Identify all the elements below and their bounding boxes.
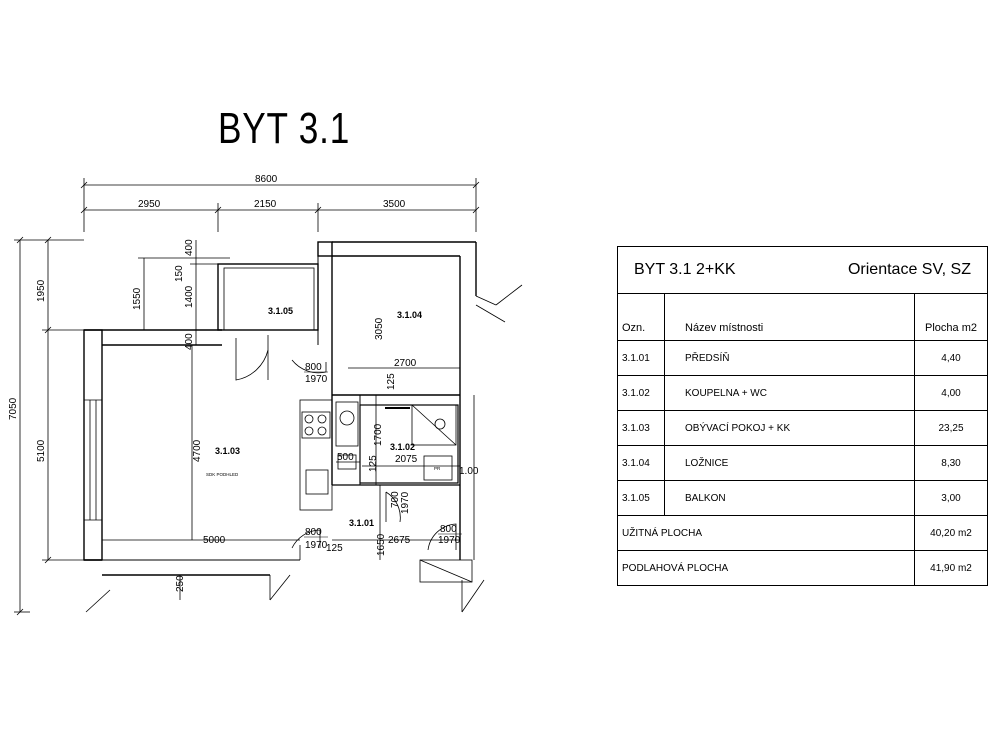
dim-balcony-height: 1550: [132, 287, 143, 310]
col-code: Ozn.: [617, 293, 665, 341]
dim-100: 1.00: [459, 466, 479, 477]
table-row: 3.1.01 PŘEDSÍŇ 4,40: [617, 340, 988, 376]
dim-250: 250: [175, 575, 186, 592]
door4-height: 1970: [438, 535, 461, 546]
door1-width: 800: [305, 362, 322, 373]
room-label-3101: 3.1.01: [349, 518, 374, 528]
floor-area-value: 41,90 m2: [914, 550, 988, 586]
dim-seg2: 2150: [254, 199, 277, 210]
dim-1700: 1700: [373, 423, 384, 446]
dim-125-a: 125: [386, 373, 397, 390]
note-sdk: SDK PODHLED: [206, 472, 239, 477]
room-label-3102: 3.1.02: [390, 442, 415, 452]
orientation: Orientace SV, SZ: [847, 261, 971, 278]
dim-seg3: 3500: [383, 199, 406, 210]
col-area: Plocha m2: [914, 293, 988, 341]
dim-seg1: 2950: [138, 199, 161, 210]
table-header: BYT 3.1 2+KK Orientace SV, SZ: [617, 246, 988, 294]
table-row: 3.1.02 KOUPELNA + WC 4,00: [617, 375, 988, 411]
dim-400-top: 400: [184, 239, 195, 256]
dim-5000: 5000: [203, 535, 226, 546]
dim-4700: 4700: [192, 439, 203, 462]
usable-area-value: 40,20 m2: [914, 515, 988, 551]
door2-width: 800: [305, 527, 322, 538]
dim-400-bottom: 400: [184, 333, 195, 350]
floor-area-row: PODLAHOVÁ PLOCHA 41,90 m2: [617, 550, 988, 586]
usable-area-label: UŽITNÁ PLOCHA: [617, 515, 915, 551]
room-label-3103: 3.1.03: [215, 446, 240, 456]
dim-500: 500: [337, 452, 354, 463]
floor-plan: 8600 2950 2150 3500 7050 1950 5100 1550 …: [8, 174, 523, 616]
door3-height: 1970: [400, 491, 411, 514]
door3-width: 700: [390, 491, 401, 508]
rooms-table: BYT 3.1 2+KK Orientace SV, SZ Ozn. Název…: [617, 246, 988, 586]
dim-2675: 2675: [388, 535, 411, 546]
plan-title: BYT 3.1: [218, 104, 351, 153]
dim-1400: 1400: [184, 285, 195, 308]
floor-area-label: PODLAHOVÁ PLOCHA: [617, 550, 915, 586]
pr-label: PR: [434, 466, 441, 471]
dim-2075: 2075: [395, 454, 418, 465]
dim-height-total: 7050: [8, 397, 19, 420]
door4-width: 800: [440, 524, 457, 535]
column-headers: Ozn. Název místnosti Plocha m2: [617, 293, 988, 341]
dim-3050: 3050: [374, 317, 385, 340]
table-row: 3.1.04 LOŽNICE 8,30: [617, 445, 988, 481]
table-row: 3.1.03 OBÝVACÍ POKOJ + KK 23,25: [617, 410, 988, 446]
col-name: Název místnosti: [664, 293, 915, 341]
door1-height: 1970: [305, 374, 328, 385]
dim-2700: 2700: [394, 358, 417, 369]
dim-height-top: 1950: [36, 279, 47, 302]
dim-height-bottom: 5100: [36, 439, 47, 462]
dim-150: 150: [174, 265, 185, 282]
room-label-3105: 3.1.05: [268, 306, 293, 316]
dim-1650: 1650: [376, 533, 387, 556]
usable-area-row: UŽITNÁ PLOCHA 40,20 m2: [617, 515, 988, 551]
apartment-type: BYT 3.1 2+KK: [634, 261, 736, 278]
table-row: 3.1.05 BALKON 3,00: [617, 480, 988, 516]
door2-height: 1970: [305, 540, 328, 551]
dim-125-b: 125: [368, 455, 379, 472]
dim-125-c: 125: [326, 543, 343, 554]
room-label-3104: 3.1.04: [397, 310, 422, 320]
dim-total: 8600: [255, 174, 278, 185]
